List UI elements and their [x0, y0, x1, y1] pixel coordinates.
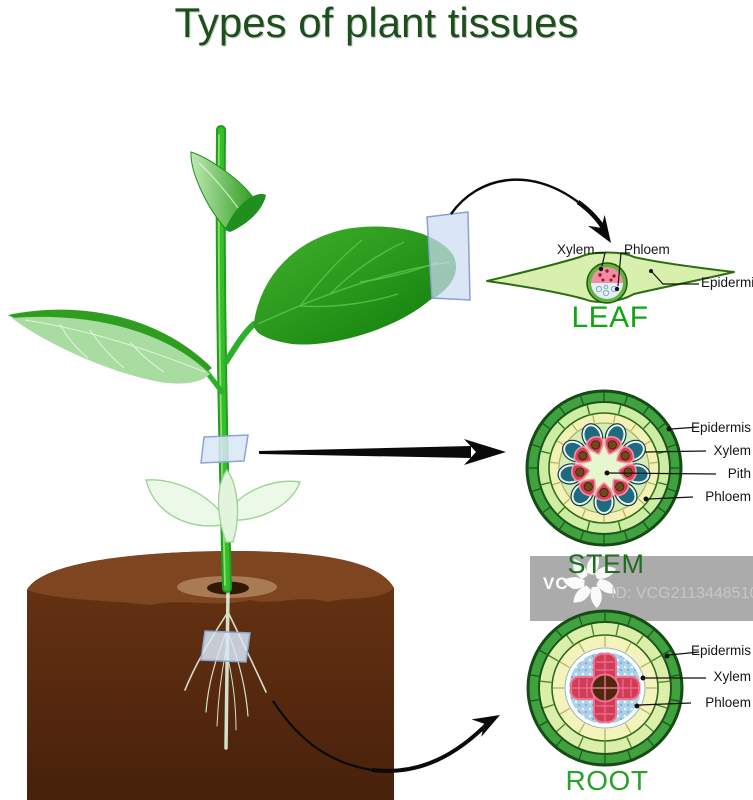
roots — [184, 590, 267, 750]
stem-section-title: STEM — [567, 549, 645, 579]
arrow-to-root-section — [272, 700, 500, 773]
soil-block — [27, 551, 394, 800]
watermark-band — [530, 554, 753, 621]
root-cross-section — [526, 609, 706, 767]
leaf-leader-lines — [595, 252, 699, 287]
root-epidermis-label: Epidermis — [690, 643, 751, 658]
leaf-section-title: LEAF — [571, 301, 649, 334]
stem-xylem-label: Xylem — [713, 443, 751, 458]
root-section-title: ROOT — [565, 765, 649, 796]
stem-epidermis-label: Epidermis — [690, 420, 751, 435]
stem-pith — [583, 447, 625, 489]
wilted-sprout — [145, 468, 301, 543]
stem-phloem-label: Phloem — [705, 489, 751, 504]
arrow-to-leaf-section — [450, 178, 611, 243]
leaf-xylem-label: Xylem — [557, 242, 595, 257]
stem-cross-section — [525, 389, 717, 547]
leaf-cross-section — [486, 251, 735, 304]
arrow-to-stem-section — [259, 439, 506, 465]
watermark-id-text: ID: VCG211344851074 — [611, 585, 753, 602]
right-leaf — [223, 226, 457, 365]
top-shoot-leaf — [190, 151, 266, 232]
page-title: Types of plant tissues — [174, 0, 579, 46]
root-xylem-cross — [570, 653, 640, 723]
root-leader-lines — [638, 651, 706, 706]
leaf-epidermis-label: Epidermis — [701, 275, 753, 290]
left-leaf — [8, 309, 225, 395]
stem-pith-label: Pith — [727, 466, 751, 481]
root-xylem-label: Xylem — [713, 669, 751, 684]
cut-plane-stem — [200, 434, 249, 464]
stem-leader-lines — [608, 426, 717, 500]
watermark-logo-text: VCG — [543, 574, 583, 593]
leaf-xylem-tissue — [591, 267, 623, 283]
root-phloem-label: Phloem — [705, 695, 751, 710]
leaf-phloem-label: Phloem — [624, 242, 670, 257]
cut-plane-leaf — [426, 211, 471, 301]
cut-plane-root — [200, 630, 251, 663]
